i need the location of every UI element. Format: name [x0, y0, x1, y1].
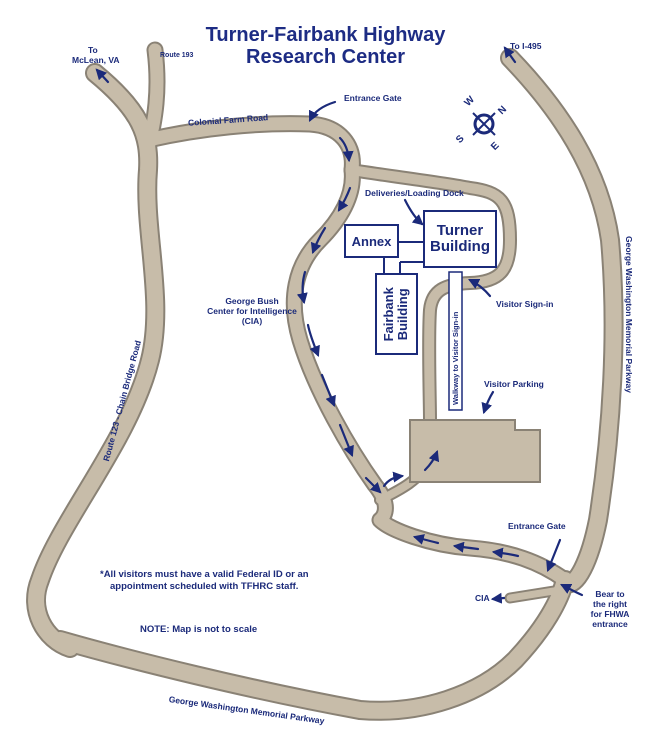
colonial-farm-road [141, 117, 359, 177]
scale-note: NOTE: Map is not to scale [140, 624, 258, 635]
map-title-line-2: Research Center [246, 46, 405, 68]
annex-building: Annex [344, 224, 399, 258]
building-connectors [383, 241, 425, 274]
annex-label: Annex [351, 233, 392, 249]
cia-exit-label: CIA [475, 593, 490, 603]
compass-rose-icon [472, 112, 496, 136]
bear-right-label-line-2: the right [593, 599, 627, 609]
walkway-to-visitor-signin [448, 271, 463, 411]
visitor-signin-label: Visitor Sign-in [496, 299, 554, 309]
cia-exit-road [506, 586, 564, 602]
arrow-cia-exit-icon [490, 592, 506, 604]
entrance-gate-bottom-label: Entrance Gate [508, 521, 566, 531]
direction-arrows [95, 46, 584, 604]
visitor-parking-label: Visitor Parking [484, 379, 544, 389]
visitor-parking-lot [409, 419, 541, 483]
deliveries-loading-dock-label: Deliveries/Loading Dock [365, 188, 464, 198]
route-193-label: Route 193 [160, 52, 194, 59]
gw-parkway-right [502, 50, 622, 592]
to-i495-label: To I-495 [510, 41, 542, 51]
arrow-to-mclean-icon [95, 68, 110, 84]
walkway-label: Walkway to Visitor Sign-in [451, 311, 460, 405]
to-mclean-label-line-1: To [88, 45, 98, 55]
gw-parkway-right-label: George Washington Memorial Parkway [624, 236, 634, 393]
arrow-entrance-gate-top-icon [308, 100, 337, 122]
delivery-loop [347, 165, 515, 425]
fairbank-building: Fairbank Building [375, 273, 418, 355]
turner-label-line-2: Building [430, 238, 490, 255]
cia-label-line-1: George Bush [225, 296, 279, 306]
arrow-visitor-parking-icon [481, 390, 495, 415]
bear-right-label-line-3: for FHWA [590, 609, 630, 619]
cia-label-line-3: (CIA) [241, 316, 263, 326]
arrow-to-i495-icon [503, 46, 517, 64]
arrow-visitor-signin-icon [468, 278, 492, 298]
cia-label-line-2: Center for Intelligence [207, 306, 297, 316]
gw-parkway-bottom [52, 572, 573, 719]
map-title-line-1: Turner-Fairbank Highway [205, 24, 446, 46]
fairbank-label-line-2: Building [395, 288, 411, 340]
turner-label-line-1: Turner [436, 221, 484, 239]
visitor-note-line-2: appointment scheduled with TFHRC staff. [110, 581, 299, 592]
entrance-gate-top-label: Entrance Gate [344, 93, 402, 103]
bear-right-label-line-4: entrance [592, 619, 628, 629]
arrow-deliveries-icon [403, 198, 424, 226]
visitor-note-line-1: *All visitors must have a valid Federal … [100, 569, 309, 580]
to-mclean-label-line-2: McLean, VA [72, 55, 120, 65]
arrow-bear-right-icon [560, 583, 584, 597]
bear-right-label-line-1: Bear to [595, 589, 625, 599]
arrow-entrance-gate-bottom-icon [546, 538, 562, 573]
turner-building: Turner Building [423, 210, 497, 268]
fairbank-label: Fairbank Building [381, 287, 411, 341]
